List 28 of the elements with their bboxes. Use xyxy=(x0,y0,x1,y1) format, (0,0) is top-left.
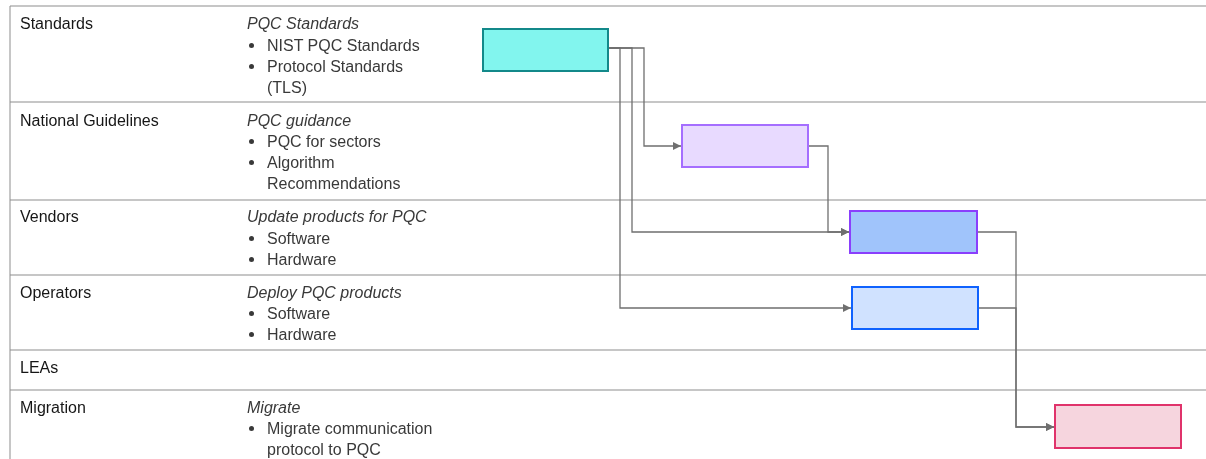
arrow xyxy=(808,145,850,236)
row-heading: Migration xyxy=(20,398,86,418)
section-heading: Migrate xyxy=(247,398,301,418)
row-heading: Vendors xyxy=(20,207,79,227)
arrow xyxy=(978,307,1055,431)
bullet-item: Hardware xyxy=(267,250,337,270)
bullet-item: Migrate communication protocol to PQC xyxy=(267,419,434,459)
bullet-item: Hardware xyxy=(267,325,337,345)
process-box xyxy=(482,28,609,72)
row-heading: National Guidelines xyxy=(20,111,159,131)
section-heading: PQC guidance xyxy=(247,111,352,131)
section-heading: Deploy PQC products xyxy=(247,283,402,303)
section-heading: Update products for PQC xyxy=(247,207,427,227)
bullet-item: Protocol Standards (TLS) xyxy=(267,57,405,98)
bullet-item: PQC for sectors xyxy=(267,132,381,152)
section-heading: PQC Standards xyxy=(247,14,360,34)
process-box xyxy=(1054,404,1182,449)
row-heading: LEAs xyxy=(20,358,59,378)
bullet-item: Software xyxy=(267,304,331,324)
arrow xyxy=(608,47,852,312)
bullet-item: Software xyxy=(267,229,331,249)
row-heading: Operators xyxy=(20,283,92,303)
bullet-item: Algorithm Recommendations xyxy=(267,153,402,194)
process-box xyxy=(681,124,809,168)
bullet-item: NIST PQC Standards xyxy=(267,36,420,56)
process-box xyxy=(851,286,979,330)
row-heading: Standards xyxy=(20,14,93,34)
process-box xyxy=(849,210,978,254)
